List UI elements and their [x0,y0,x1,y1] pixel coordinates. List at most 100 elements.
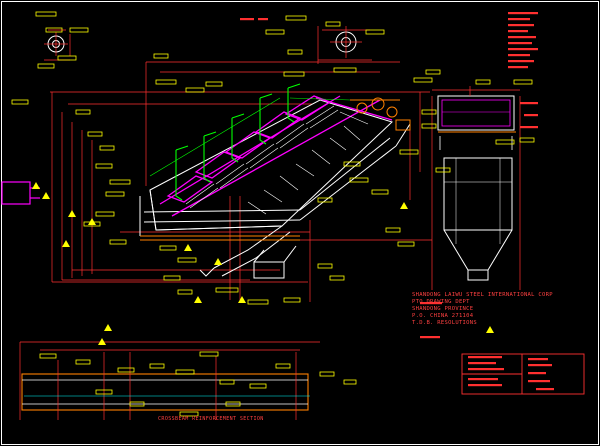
warning-triangle-icon [486,326,494,333]
annotation-bar [528,364,552,367]
label-box [95,389,113,395]
label-box [413,77,433,83]
label-box [155,79,177,85]
annotation-bar [508,18,530,21]
label-box [421,109,437,115]
label-box [319,371,335,377]
side-view-hopper [431,86,521,290]
annotation-bar [508,30,528,33]
label-box [247,299,269,305]
title-line-3: SHANDONG PROVINCE [412,306,474,312]
label-boxes [11,11,535,417]
label-box [99,145,115,151]
title-line-2: PTO DRAWING DEPT [412,299,470,305]
label-box [95,211,115,217]
annotation-bar [258,18,268,21]
label-box [265,29,285,35]
warning-triangle-icon [238,296,246,303]
label-box [385,227,401,233]
annotation-bar [536,388,554,391]
annotation-bar [240,18,254,21]
label-box [159,245,177,251]
annotation-bar [524,114,538,117]
annotation-bar [508,12,538,15]
label-box [249,383,267,389]
label-box [75,109,91,115]
label-box [325,21,341,27]
label-box [343,161,361,167]
annotation-bar [528,358,548,361]
detail-circle-right [317,26,372,64]
label-box [333,67,357,73]
annotation-bar [528,372,546,375]
label-box [215,287,239,293]
detail-circle-left [44,29,71,61]
label-box [475,79,491,85]
label-box [11,99,29,105]
label-box [495,139,515,145]
crossbeam-section [19,341,320,420]
warning-triangle-icon [98,338,106,345]
warning-triangle-icon [42,192,50,199]
annotation-bar [508,60,534,63]
label-box [205,81,223,87]
annotation-bar [508,48,538,51]
annotation-bar [508,54,530,57]
annotation-bar [520,126,538,129]
annotation-bar [508,36,536,39]
label-box [75,359,91,365]
annotation-bar [468,378,498,381]
screen-decks [159,95,393,217]
label-box [365,29,385,35]
label-box [397,241,415,247]
label-box [287,49,303,55]
label-box [285,15,307,21]
label-box [371,189,389,195]
section-label: CROSSBEAM REINFORCEMENT SECTION [158,416,264,422]
annotation-bar [528,380,550,383]
warning-triangle-icon [62,240,70,247]
label-box [153,53,169,59]
label-box [87,131,103,137]
title-line-1: SHANDONG LAIWU STEEL INTERNATIONAL CORP [412,292,553,298]
warning-triangle-icon [184,244,192,251]
label-box [199,351,219,357]
inclined-screen-body [139,99,411,279]
label-box [163,275,181,281]
warning-triangle-icon [400,202,408,209]
notes-frame [461,353,585,395]
label-box [425,69,441,75]
annotation-bar [508,24,534,27]
label-box [105,191,125,197]
warning-triangle-icon [68,210,76,217]
warning-triangle-icon [194,296,202,303]
red-annotation-bars [240,12,554,391]
label-box [35,11,57,17]
annotation-bar [420,336,440,339]
label-box [109,179,131,185]
label-box [57,55,77,61]
label-box [435,167,451,173]
warning-triangle-icon [104,324,112,331]
label-box [69,27,89,33]
label-box [117,367,135,373]
annotation-bar [420,302,442,305]
support-posts [175,83,301,201]
annotation-bar [468,356,502,359]
warning-triangle-icon [88,218,96,225]
label-box [519,137,535,143]
label-box [349,177,369,183]
warning-markers [32,182,494,345]
label-box [95,163,113,169]
annotation-bar [468,384,502,387]
label-box [399,149,419,155]
label-box [329,275,345,281]
label-box [179,411,199,417]
label-box [39,353,57,359]
title-line-5: T.D.B. RESOLUTIONS [412,320,478,326]
annotation-bar [520,102,538,105]
label-box [317,263,333,269]
